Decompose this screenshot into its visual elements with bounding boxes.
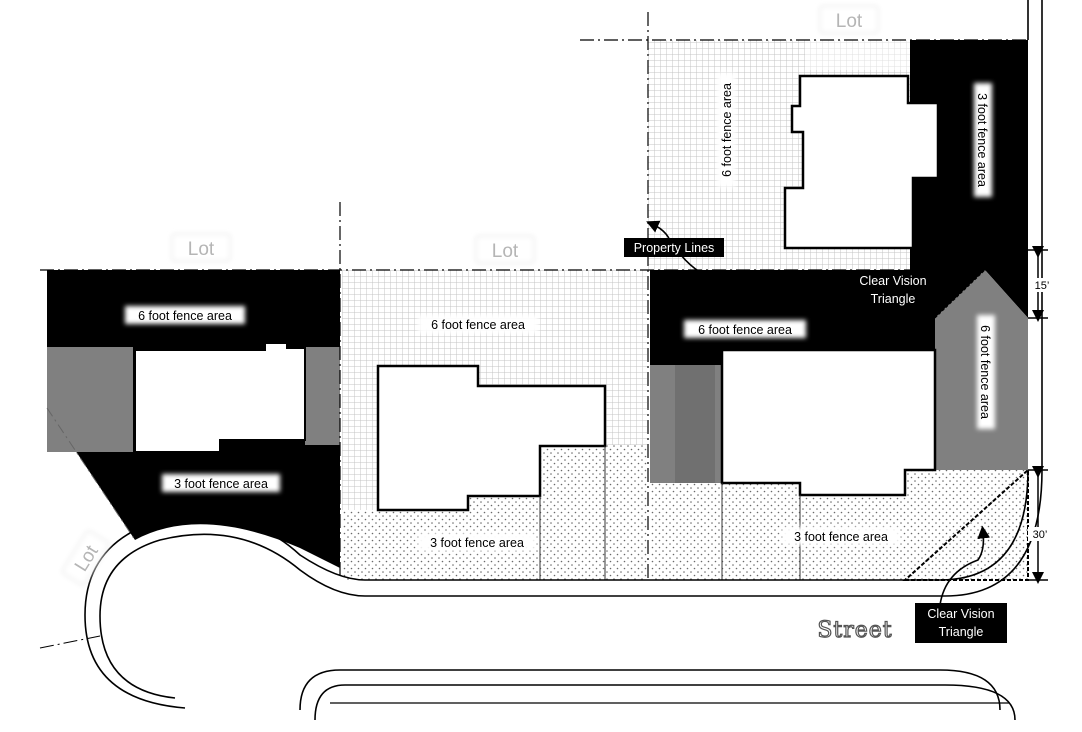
dimension-30: 30’	[1028, 527, 1052, 541]
middle-lot-grid-right	[605, 385, 647, 445]
property-lines-callout: Property Lines	[624, 238, 724, 257]
clear-vision-top-arrow	[934, 269, 967, 301]
clear-vision-triangle-bottom	[902, 467, 1029, 581]
fence-label-top-right-6ft: 6 foot fence area	[717, 73, 735, 187]
fence-label-right-3ft: 3 foot fence area	[782, 527, 900, 545]
top-right-lot-house	[783, 74, 940, 250]
svg-text:Triangle: Triangle	[939, 625, 984, 639]
top-right-lot-grid-light-top	[805, 40, 910, 70]
clear-vision-callout-bottom: Clear Vision Triangle	[915, 603, 1007, 643]
left-lot-diagonal-line	[46, 407, 136, 541]
fence-label-top-right-3ft: 3 foot fence area	[974, 83, 992, 197]
cul-de-sac-property-line	[39, 635, 101, 649]
middle-lot	[342, 270, 647, 580]
svg-text:3 foot fence area: 3 foot fence area	[975, 93, 989, 187]
svg-text:6 foot fence area: 6 foot fence area	[978, 325, 992, 419]
right-lot	[650, 269, 1029, 581]
lot-label-top: Lot	[819, 5, 879, 34]
right-lot-dot-area	[650, 470, 1028, 580]
svg-text:Property Lines: Property Lines	[634, 241, 715, 255]
middle-lot-house	[376, 364, 607, 512]
left-lot-side-yard-east	[305, 347, 340, 445]
fence-label-middle-6ft: 6 foot fence area	[418, 315, 538, 333]
fence-label-left-3ft: 3 foot fence area	[162, 474, 280, 492]
dimension-15: 15’	[1030, 278, 1054, 292]
svg-text:6 foot fence area: 6 foot fence area	[698, 323, 792, 337]
fence-label-middle-3ft: 3 foot fence area	[418, 533, 536, 551]
svg-text:3 foot fence area: 3 foot fence area	[430, 536, 524, 550]
svg-text:3 foot fence area: 3 foot fence area	[794, 530, 888, 544]
middle-lot-grid-front	[342, 380, 378, 510]
clear-vision-callout-top: Clear Vision Triangle	[850, 272, 936, 310]
svg-text:15’: 15’	[1035, 280, 1050, 292]
svg-text:Lot: Lot	[188, 239, 215, 260]
fence-label-right-6ft: 6 foot fence area	[684, 320, 806, 338]
svg-text:Clear Vision: Clear Vision	[927, 607, 994, 621]
right-lot-side-yard-west-dark	[675, 365, 715, 483]
lot-label-left: Lot	[171, 233, 231, 262]
clear-vision-triangle-top	[934, 269, 986, 319]
street-curbs	[84, 0, 1043, 721]
svg-text:Lot: Lot	[836, 11, 863, 32]
svg-text:Triangle: Triangle	[871, 292, 916, 306]
svg-text:6 foot fence area: 6 foot fence area	[720, 83, 734, 177]
clear-vision-bottom-arrow	[939, 525, 991, 606]
property-lines	[40, 12, 1028, 580]
fence-label-left-6ft: 6 foot fence area	[125, 306, 245, 324]
svg-text:6 foot fence area: 6 foot fence area	[431, 318, 525, 332]
svg-text:30’: 30’	[1033, 529, 1048, 541]
left-lot-house	[134, 342, 306, 453]
lot-label-middle: Lot	[475, 235, 535, 264]
svg-text:3 foot fence area: 3 foot fence area	[174, 477, 268, 491]
svg-text:6 foot fence area: 6 foot fence area	[138, 309, 232, 323]
fence-label-right-side-6ft: 6 foot fence area	[977, 315, 995, 429]
left-lot	[46, 270, 340, 568]
street-label: Street	[817, 618, 892, 643]
left-lot-side-yard-west	[47, 347, 133, 452]
svg-text:Clear Vision: Clear Vision	[859, 274, 926, 288]
svg-text:Lot: Lot	[492, 241, 519, 262]
right-lot-house	[720, 348, 937, 497]
top-right-lot	[648, 40, 1028, 318]
top-right-lot-black-fence	[910, 40, 1028, 318]
